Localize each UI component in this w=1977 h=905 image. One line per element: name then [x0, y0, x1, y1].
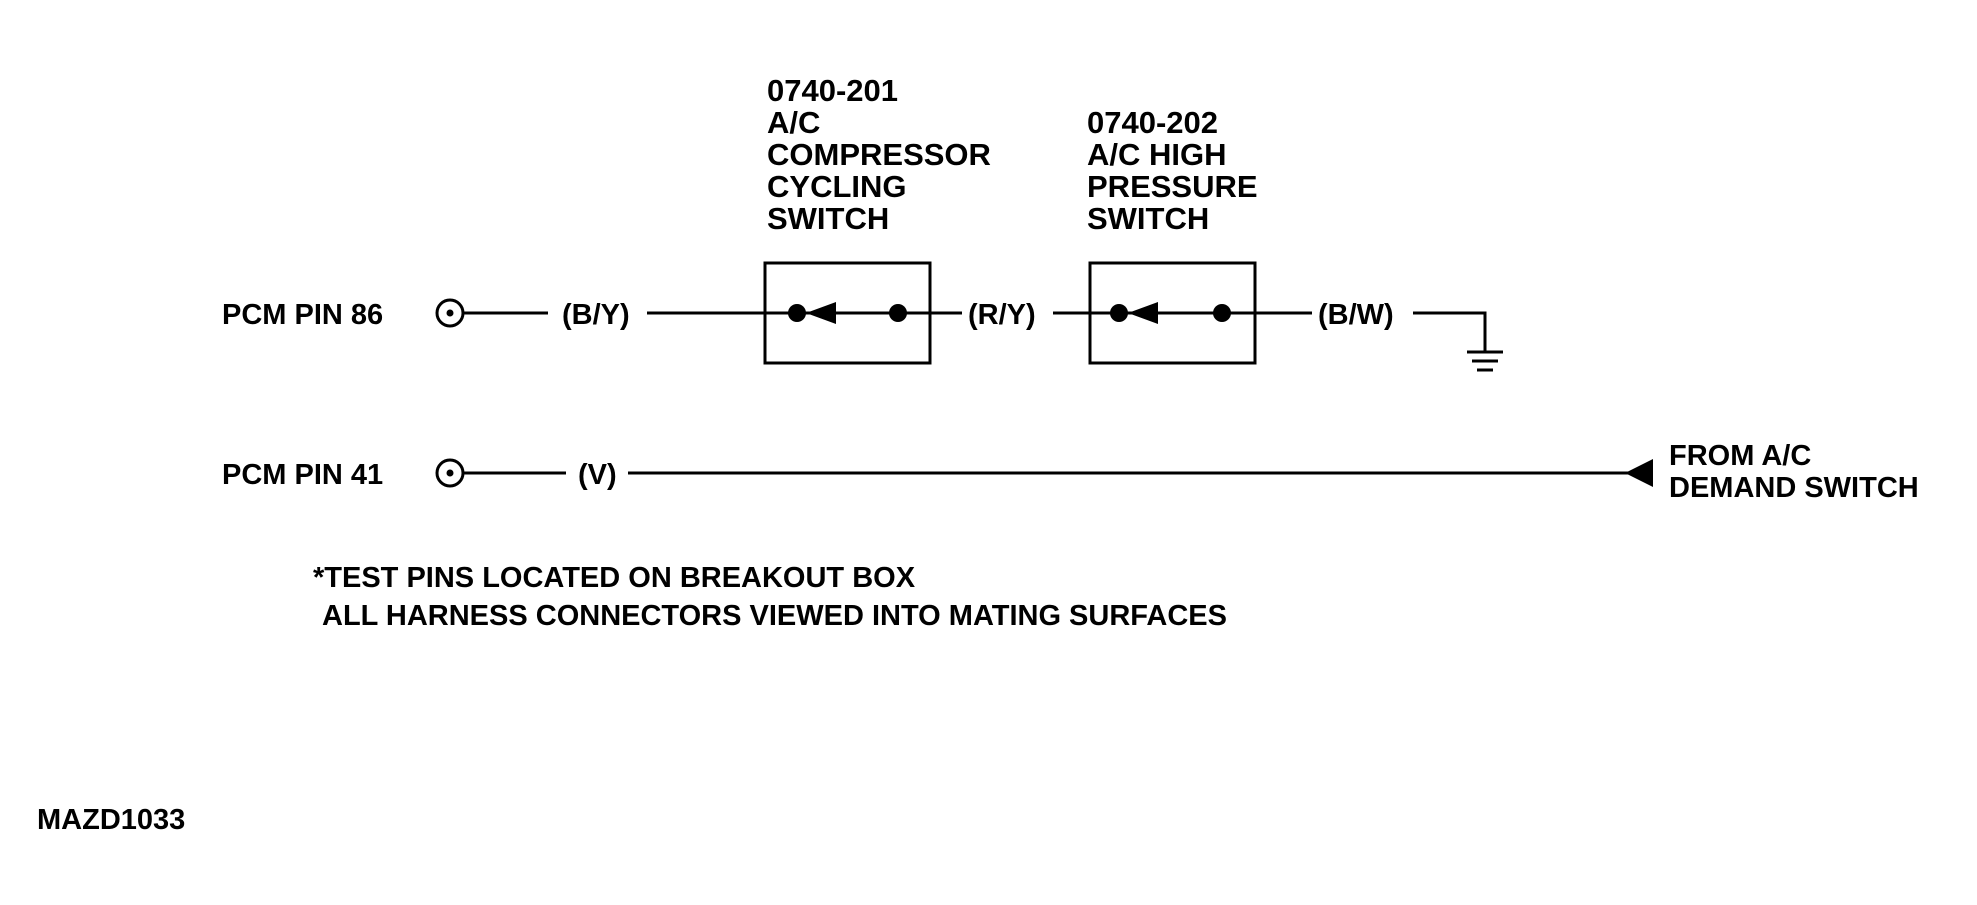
wire-label-b-y: (B/Y): [562, 299, 630, 331]
switch-contact-icon: [1110, 304, 1128, 322]
switch-contact-icon: [1213, 304, 1231, 322]
cycling-switch: [763, 261, 932, 365]
switch-1-title-line-5: SWITCH: [767, 201, 889, 236]
wire-label-r-y: (R/Y): [968, 299, 1036, 331]
switch-arrow-icon: [1128, 302, 1158, 324]
switch-2-title-line-4: SWITCH: [1087, 201, 1209, 236]
figure-id: MAZD1033: [37, 804, 185, 836]
switch-2-title-line-1: 0740-202: [1087, 105, 1218, 140]
arrowhead-icon: [1625, 459, 1653, 487]
demand-switch-label-line-1: FROM A/C: [1669, 440, 1811, 472]
note-line-1: *TEST PINS LOCATED ON BREAKOUT BOX: [313, 562, 916, 594]
test-pin-41-icon: [435, 458, 465, 488]
circuit-1: PCM PIN 86 (B/Y) (R/Y) (B/W): [222, 261, 1503, 372]
ground-symbol-icon: [1467, 311, 1503, 372]
switch-1-title-line-3: COMPRESSOR: [767, 137, 991, 172]
switch-2-title-line-2: A/C HIGH: [1087, 137, 1227, 172]
circuit-2: PCM PIN 41 (V) FROM A/C DEMAND SWITCH: [222, 440, 1919, 504]
pcm-pin-41-label: PCM PIN 41: [222, 459, 383, 491]
note-line-2: ALL HARNESS CONNECTORS VIEWED INTO MATIN…: [322, 600, 1227, 632]
switch-1-title: 0740-201 A/C COMPRESSOR CYCLING SWITCH: [767, 73, 991, 236]
pcm-pin-86-label: PCM PIN 86: [222, 299, 383, 331]
switch-arrow-icon: [806, 302, 836, 324]
switch-1-title-line-2: A/C: [767, 105, 820, 140]
high-pressure-switch: [1088, 261, 1257, 365]
switch-1-title-line-4: CYCLING: [767, 169, 907, 204]
switch-2-title-line-3: PRESSURE: [1087, 169, 1258, 204]
switch-contact-icon: [788, 304, 806, 322]
notes: *TEST PINS LOCATED ON BREAKOUT BOX ALL H…: [313, 562, 1227, 632]
switch-contact-icon: [889, 304, 907, 322]
test-pin-86-icon: [435, 298, 465, 328]
switch-2-title: 0740-202 A/C HIGH PRESSURE SWITCH: [1087, 105, 1258, 236]
demand-switch-label-line-2: DEMAND SWITCH: [1669, 472, 1919, 504]
wire-label-v: (V): [578, 459, 617, 491]
wire-label-b-w: (B/W): [1318, 299, 1394, 331]
switch-1-title-line-1: 0740-201: [767, 73, 898, 108]
